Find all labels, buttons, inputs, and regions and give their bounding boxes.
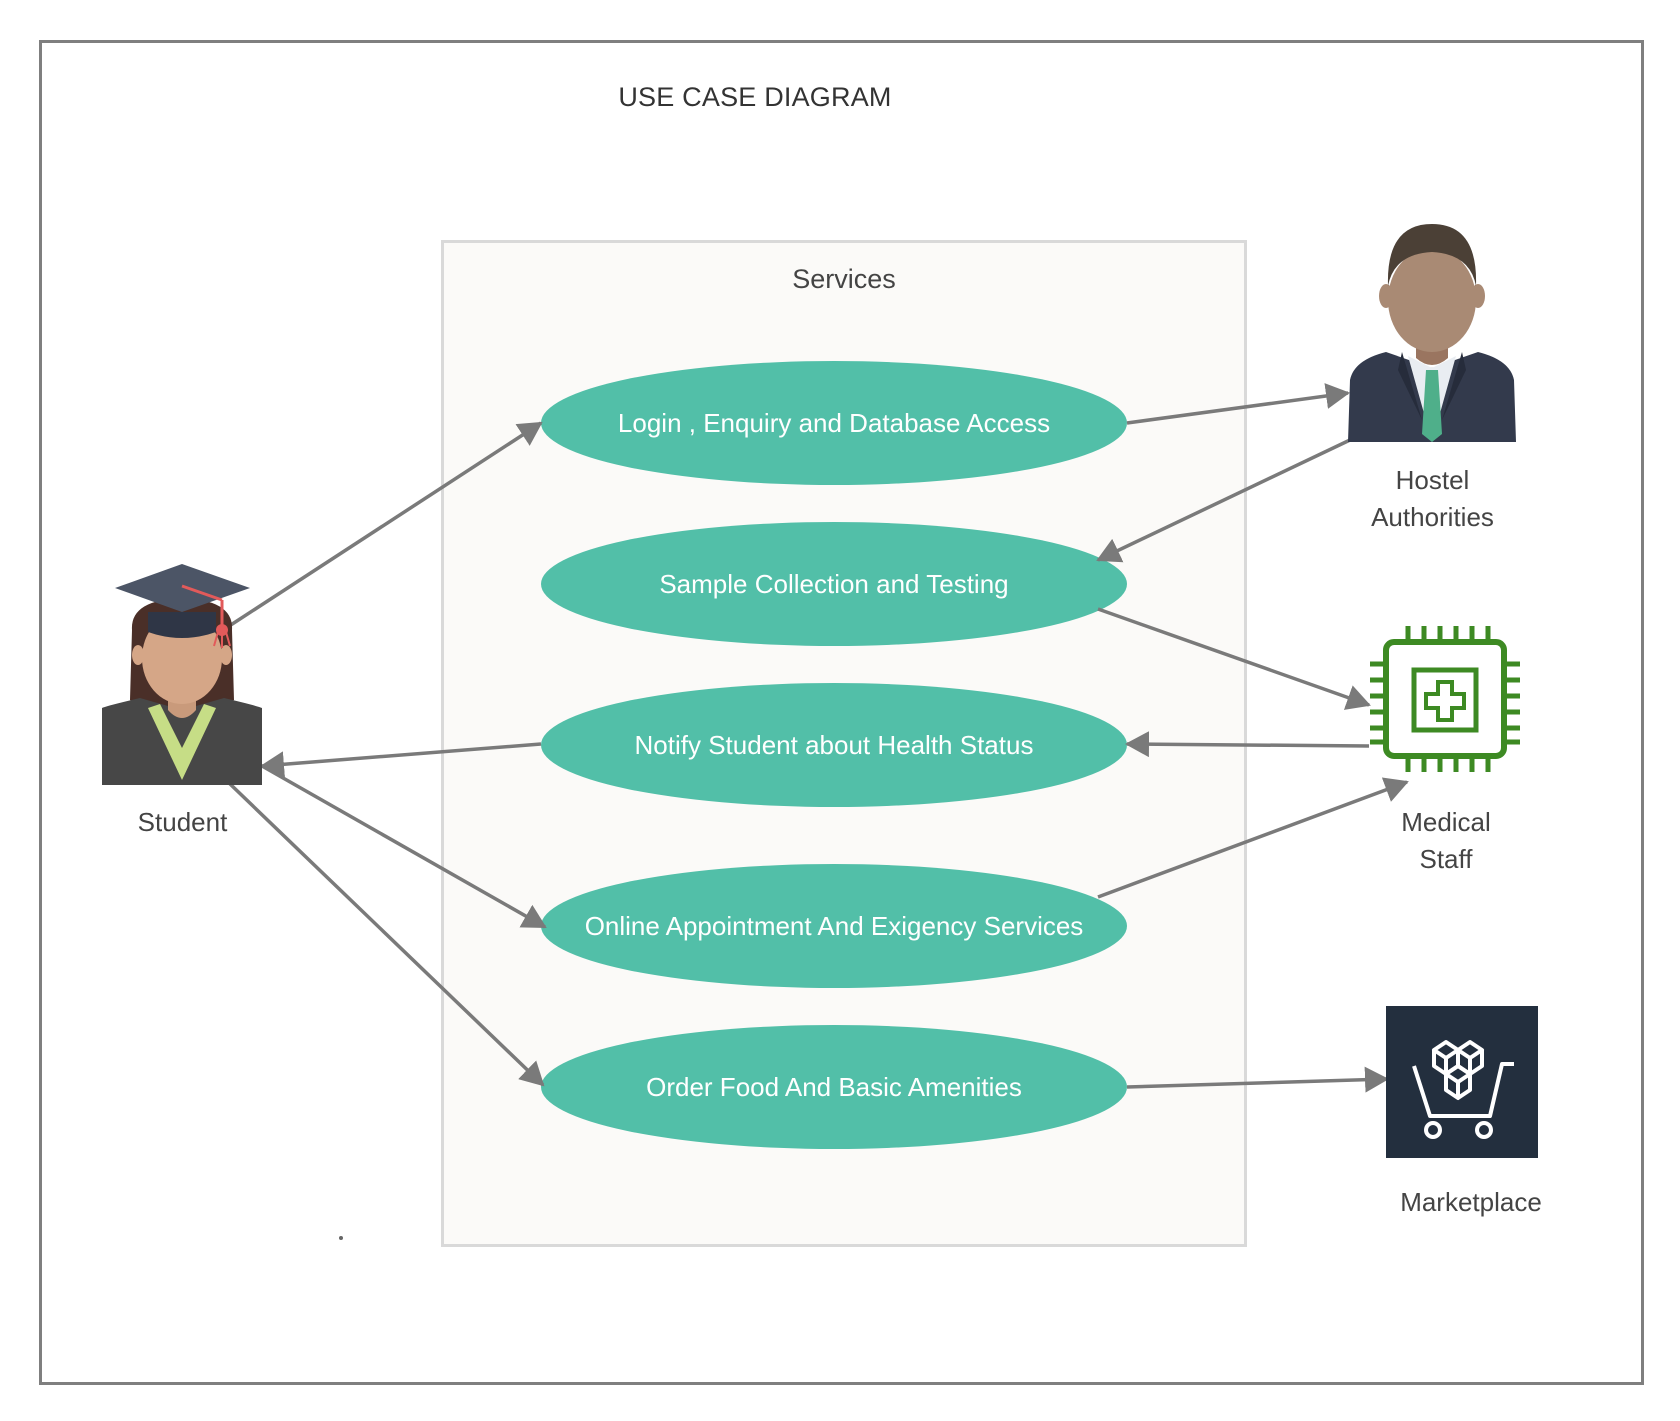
medical-chip-icon[interactable] [1368, 624, 1524, 774]
system-boundary-label: Services [792, 264, 896, 294]
connector-sample-medical [1097, 607, 1371, 710]
actor-label-line: Medical [1401, 807, 1491, 837]
actor-label-line: Hostel [1395, 465, 1470, 495]
connector-food-marketplace [1126, 1066, 1389, 1093]
diagram-frame [39, 40, 1644, 1385]
use-case-online-appointment[interactable]: Online Appointment And Exigency Services [541, 864, 1127, 988]
use-case-label: Notify Student about Health Status [634, 729, 1034, 760]
marketplace-cart-icon[interactable] [1386, 1006, 1538, 1158]
connector-student-food [226, 780, 545, 1087]
actor-label-hostel-authorities: Hostel Authorities [1330, 462, 1535, 536]
connector-hostel-sample [1096, 438, 1351, 563]
use-case-label: Online Appointment And Exigency Services [584, 910, 1084, 941]
use-case-label: Order Food And Basic Amenities [646, 1071, 1022, 1102]
use-case-notify-student[interactable]: Notify Student about Health Status [541, 683, 1127, 807]
actor-label-line: Authorities [1371, 502, 1494, 532]
connector-medical-notify [1125, 731, 1370, 758]
use-case-label: Sample Collection and Testing [659, 568, 1009, 599]
actor-label-line: Staff [1419, 844, 1473, 874]
businessman-icon[interactable] [1346, 220, 1518, 442]
connector-student-login [219, 421, 543, 634]
actor-label-marketplace: Marketplace [1400, 1187, 1542, 1217]
connector-notify-student [260, 742, 542, 778]
use-case-order-food[interactable]: Order Food And Basic Amenities [541, 1025, 1127, 1149]
connector-login-hostel [1126, 383, 1350, 425]
actor-label-medical-staff: Medical Staff [1346, 804, 1546, 878]
actor-label-student: Student [137, 807, 228, 837]
diagram-title: USE CASE DIAGRAM [618, 82, 892, 112]
use-case-sample-collection[interactable]: Sample Collection and Testing [541, 522, 1127, 646]
connector-appointment-medical [1097, 777, 1409, 899]
stray-dot [339, 1236, 343, 1240]
use-case-login[interactable]: Login , Enquiry and Database Access [541, 361, 1127, 485]
connector-student-appointment [261, 764, 547, 929]
use-case-label: Login , Enquiry and Database Access [617, 407, 1051, 438]
graduate-student-icon[interactable] [100, 560, 265, 785]
